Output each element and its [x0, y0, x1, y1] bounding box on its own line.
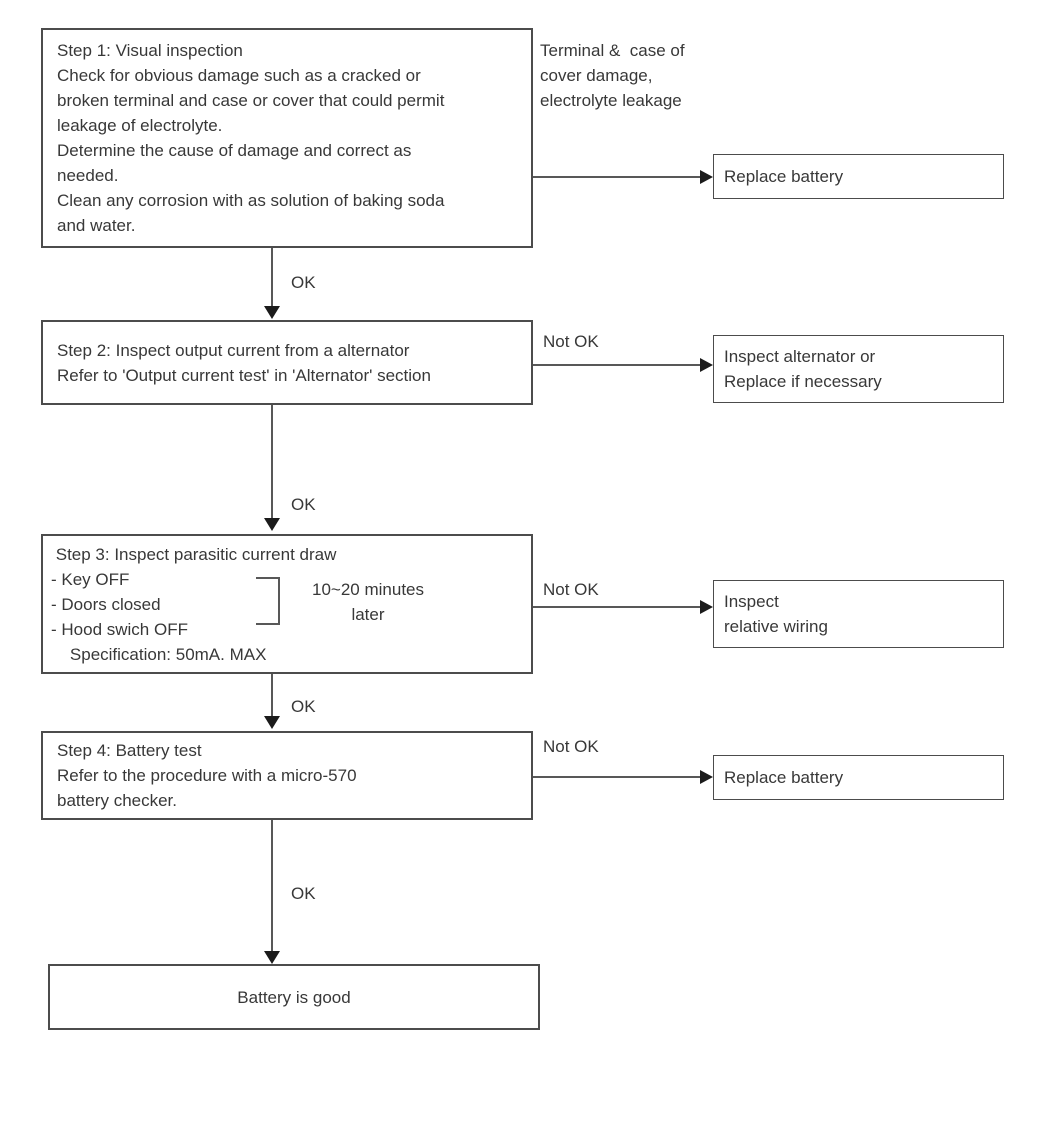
step1-text: Step 1: Visual inspection Check for obvi…	[57, 41, 445, 235]
step3-box: Step 3: Inspect parasitic current draw -…	[41, 534, 533, 674]
battery-good-box: Battery is good	[48, 964, 540, 1030]
arrowhead-down-icon-3	[264, 716, 280, 729]
replace-battery-box-1: Replace battery	[713, 154, 1004, 199]
ok-label-4: OK	[291, 884, 316, 903]
connector-step3-to-step4	[271, 674, 273, 716]
step4-box: Step 4: Battery test Refer to the proced…	[41, 731, 533, 820]
connector-step4-to-battery-good	[271, 820, 273, 951]
arrowhead-right-icon-4	[700, 770, 713, 784]
inspect-wiring-text: Inspect relative wiring	[724, 592, 828, 636]
step3-annotation: 10~20 minutes later	[312, 580, 424, 624]
step3-grouping-bracket	[256, 577, 280, 625]
not-ok-label-1: Not OK	[543, 332, 599, 351]
connector-step2-to-step3	[271, 405, 273, 518]
connector-step2-to-inspect-alternator	[533, 364, 701, 366]
step3-text: Step 3: Inspect parasitic current draw -…	[51, 544, 337, 664]
ok-label-1: OK	[291, 273, 316, 292]
arrowhead-down-icon-2	[264, 518, 280, 531]
step1-box: Step 1: Visual inspection Check for obvi…	[41, 28, 533, 248]
ok-label-2: OK	[291, 495, 316, 514]
step4-text: Step 4: Battery test Refer to the proced…	[57, 741, 357, 810]
not-ok-label-2: Not OK	[543, 580, 599, 599]
replace-battery-box-2: Replace battery	[713, 755, 1004, 800]
connector-step1-to-step2	[271, 248, 273, 306]
replace-battery-text-1: Replace battery	[724, 167, 844, 186]
connector-step1-to-replace-battery	[533, 176, 701, 178]
ok-label-3: OK	[291, 697, 316, 716]
step2-text: Step 2: Inspect output current from a al…	[57, 340, 431, 385]
connector-step3-to-inspect-wiring	[533, 606, 701, 608]
terminal-damage-note: Terminal & case of cover damage, electro…	[540, 41, 685, 110]
arrowhead-down-icon-1	[264, 306, 280, 319]
step2-box: Step 2: Inspect output current from a al…	[41, 320, 533, 405]
connector-step4-to-replace-battery	[533, 776, 701, 778]
inspect-alternator-text: Inspect alternator or Replace if necessa…	[724, 347, 882, 391]
arrowhead-down-icon-4	[264, 951, 280, 964]
inspect-wiring-box: Inspect relative wiring	[713, 580, 1004, 648]
inspect-alternator-box: Inspect alternator or Replace if necessa…	[713, 335, 1004, 403]
replace-battery-text-2: Replace battery	[724, 768, 844, 787]
arrowhead-right-icon-1	[700, 170, 713, 184]
not-ok-label-3: Not OK	[543, 737, 599, 756]
arrowhead-right-icon-2	[700, 358, 713, 372]
battery-good-text: Battery is good	[237, 987, 351, 1007]
arrowhead-right-icon-3	[700, 600, 713, 614]
